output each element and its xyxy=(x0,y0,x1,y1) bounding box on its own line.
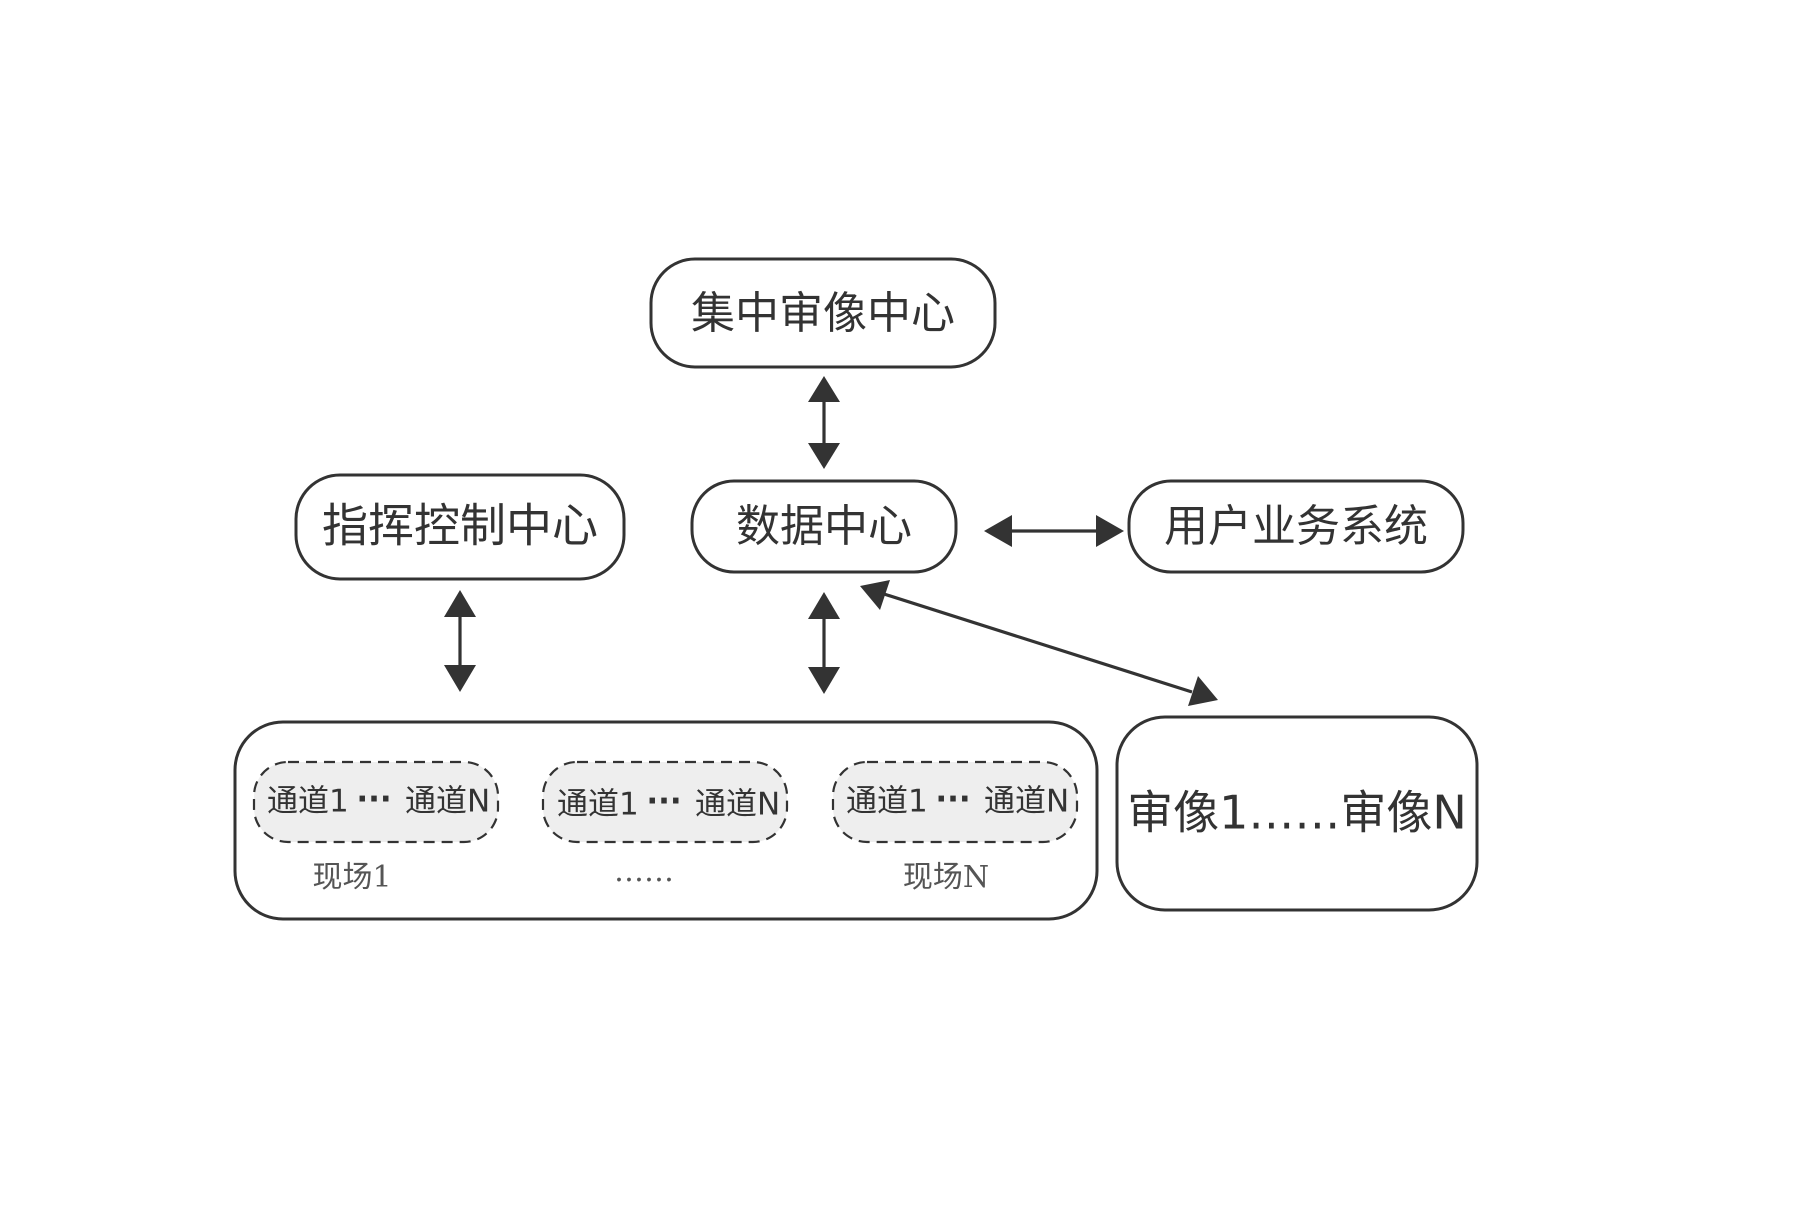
site-group: 通道1 ··· 通道N …… xyxy=(541,760,789,889)
command-center-label: 指挥控制中心 xyxy=(322,499,598,553)
channel-last-label: 通道N xyxy=(984,784,1069,820)
channel-ellipsis: ··· xyxy=(935,782,970,818)
command-center-node: 指挥控制中心 xyxy=(294,473,626,581)
review-center-label: 集中审像中心 xyxy=(691,288,955,339)
data-center-label: 数据中心 xyxy=(736,501,912,552)
review-center-node: 集中审像中心 xyxy=(649,257,997,369)
channel-last-label: 通道N xyxy=(695,787,780,823)
channel-last-label: 通道N xyxy=(405,784,490,820)
site-group: 通道1 ··· 通道N 现场1 xyxy=(252,760,500,895)
arrow-data-sites xyxy=(808,592,840,694)
arrow-review-data xyxy=(808,376,840,469)
channel-ellipsis: ··· xyxy=(356,782,391,818)
site-label: …… xyxy=(614,854,674,889)
user-system-label: 用户业务系统 xyxy=(1164,501,1428,552)
sites-container: 通道1 ··· 通道N 现场1 通道1 ··· 通道N …… 通道1 ··· 通… xyxy=(233,720,1099,921)
channel-first-label: 通道1 xyxy=(846,784,928,820)
reviewers-label: 审像1……审像N xyxy=(1127,786,1467,840)
reviewers-node: 审像1……审像N xyxy=(1115,715,1479,912)
channel-first-label: 通道1 xyxy=(557,787,639,823)
channel-first-label: 通道1 xyxy=(267,784,349,820)
channel-ellipsis: ··· xyxy=(646,784,681,820)
site-label: 现场1 xyxy=(312,860,391,895)
arrow-command-sites xyxy=(444,590,476,692)
user-system-node: 用户业务系统 xyxy=(1127,479,1465,574)
site-label: 现场N xyxy=(903,860,989,895)
site-group: 通道1 ··· 通道N 现场N xyxy=(831,760,1079,895)
arrow-data-reviewers xyxy=(860,580,1218,706)
data-center-node: 数据中心 xyxy=(690,479,958,574)
arrow-data-user xyxy=(984,515,1124,547)
